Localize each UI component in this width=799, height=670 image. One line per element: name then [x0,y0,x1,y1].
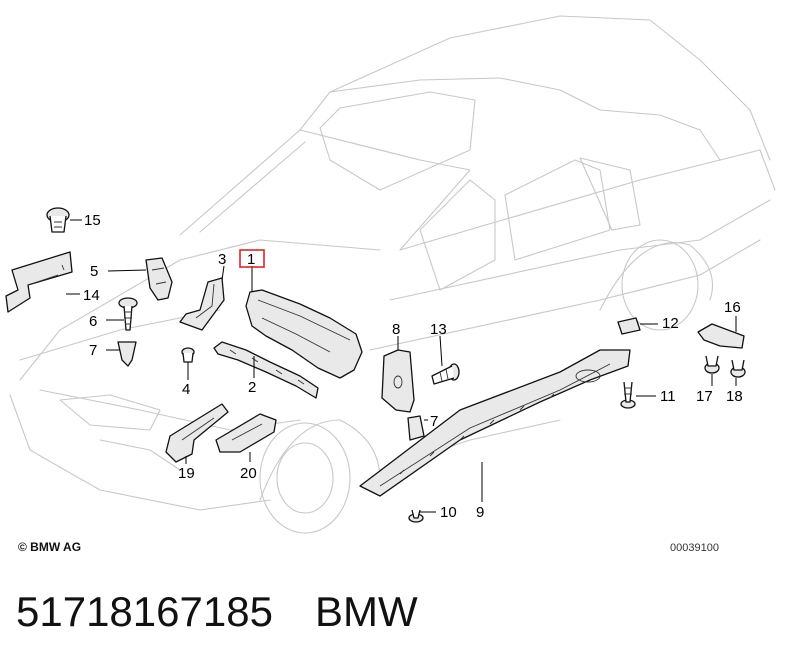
diagram-ref-code: 00039100 [670,542,719,554]
callout-1: 1 [247,251,255,268]
part-13-screw [431,363,460,385]
callout-labels: 15 14 5 6 7 4 3 1 2 8 13 7 19 20 9 10 11… [83,212,743,521]
callout-9: 9 [476,504,484,521]
part-19-bracket [165,403,229,463]
part-10-screw [408,509,424,523]
callout-7-right: 7 [430,413,438,430]
part-5-bracket [145,257,173,301]
callout-15: 15 [84,212,101,229]
part-16-bracket [697,323,745,349]
part-11-screw [620,381,636,409]
part-7-clip-left [117,341,137,367]
part-17-nut [704,355,720,374]
callout-12: 12 [662,315,679,332]
part-8-panel [381,349,415,413]
callout-11: 11 [660,388,676,405]
part-2-rail [213,341,319,399]
part-1-cowl-panel [245,289,363,379]
part-3-strip [179,277,225,331]
callout-3: 3 [218,251,226,268]
callout-5: 5 [90,263,98,280]
leader-lines [66,219,737,513]
parts-diagram: 15 14 5 6 7 4 3 1 2 8 13 7 19 20 9 10 11… [5,15,776,534]
part-18-nut [730,359,746,378]
part-14-bracket [5,251,73,313]
footer-caption: 51718167185 BMW [16,588,460,636]
copyright-text: © BMW AG [18,540,82,554]
callout-10: 10 [440,504,457,521]
callout-2: 2 [248,379,256,396]
part-20-bracket [215,413,277,453]
part-9-sill-panel [359,349,631,497]
callout-4: 4 [182,381,190,398]
callout-17: 17 [696,388,713,405]
callout-20: 20 [240,465,257,482]
callout-19: 19 [178,465,195,482]
callout-13: 13 [430,321,447,338]
part-6-screw [118,297,138,331]
callout-8: 8 [392,321,400,338]
callout-6: 6 [89,313,97,330]
part-4-grommet [181,347,195,363]
brand-name: BMW [314,588,418,635]
part-12-nut [617,317,641,335]
part-15-clip [46,207,70,233]
callout-7-left: 7 [89,342,97,359]
callout-18: 18 [726,388,743,405]
callout-16: 16 [724,299,741,316]
highlight-box [239,249,265,268]
car-outline [9,15,776,534]
part-number: 51718167185 [16,588,273,635]
part-7-clip-right [407,415,425,441]
callout-14: 14 [83,287,100,304]
